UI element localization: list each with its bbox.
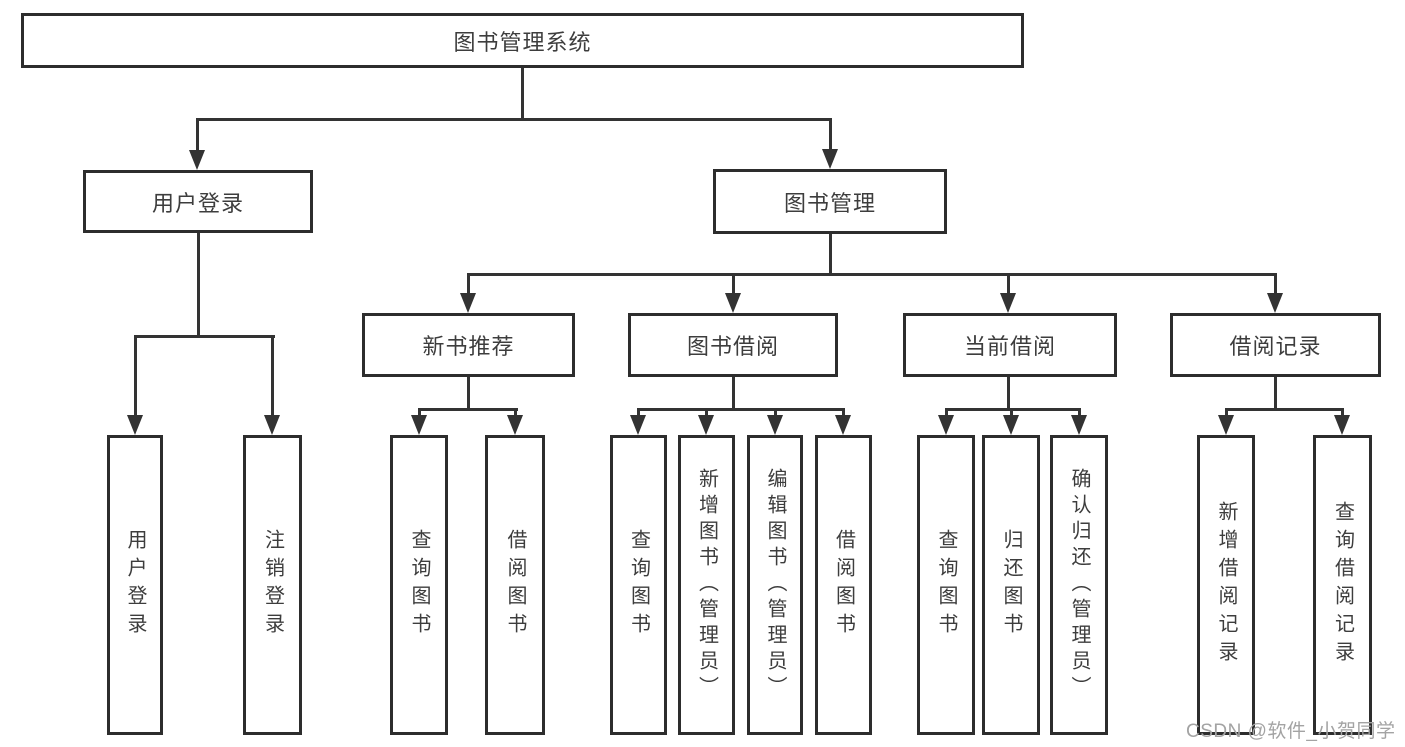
connector-cb-leaf1-shaft [945,408,948,418]
node-book-management-label: 图书管理 [783,190,876,216]
connector-cb-leaf2-shaft [1010,408,1013,418]
leaf-cb-confirm-return-admin-label: 确认归还（管理员） [1068,468,1090,702]
node-book-borrow-label: 图书借阅 [686,334,779,359]
leaf-bb-query-books: 查询图书 [610,435,667,735]
connector-borrow-record-stem [1274,377,1277,411]
arrowhead-book-management [822,149,838,169]
watermark-text: CSDN @软件_小贺同学 [1186,721,1396,742]
node-borrow-record: 借阅记录 [1170,313,1381,377]
arrowhead-nb-leaf1 [411,415,427,435]
arrowhead-br-leaf1 [1218,415,1234,435]
node-borrow-record-label: 借阅记录 [1229,334,1322,359]
connector-book-management-shaft [829,118,832,151]
connector-bb-leaf2-shaft [705,408,708,418]
node-current-borrow: 当前借阅 [903,313,1117,377]
arrowhead-br-leaf2 [1334,415,1350,435]
node-current-borrow-label: 当前借阅 [963,334,1056,359]
leaf-br-query-record: 查询借阅记录 [1313,435,1372,735]
node-new-book-recommend: 新书推荐 [362,313,575,377]
connector-book-management-stem [829,234,832,276]
arrowhead-borrow-record [1267,293,1283,313]
leaf-cb-confirm-return-admin: 确认归还（管理员） [1050,435,1108,735]
connector-bb-leaf1-shaft [637,408,640,418]
leaf-nb-query-books-label: 查询图书 [408,529,430,641]
connector-level2-hline [467,273,1277,276]
arrowhead-current-borrow [1000,293,1016,313]
arrowhead-cb-leaf2 [1003,415,1019,435]
node-user-login-label: 用户登录 [151,190,244,216]
node-root-label: 图书管理系统 [453,29,592,55]
connector-borrow-record-shaft [1274,273,1277,295]
leaf-nb-borrow-books-label: 借阅图书 [504,529,526,641]
leaf-logout: 注销登录 [243,435,302,735]
leaf-bb-add-books-admin: 新增图书（管理员） [678,435,735,735]
connector-login-leaf1-shaft [134,335,137,417]
connector-new-book-shaft [467,273,470,295]
connector-book-borrow-shaft [732,273,735,295]
leaf-bb-edit-books-admin-label: 编辑图书（管理员） [764,468,786,702]
arrowhead-cb-leaf1 [938,415,954,435]
connector-bb-leaf4-shaft [842,408,845,418]
connector-book-borrow-hline [637,408,844,411]
leaf-bb-query-books-label: 查询图书 [627,529,650,641]
node-book-borrow: 图书借阅 [628,313,838,377]
leaf-logout-label: 注销登录 [261,529,284,641]
leaf-cb-return-books-label: 归还图书 [1000,529,1022,641]
leaf-bb-add-books-admin-label: 新增图书（管理员） [695,468,718,702]
connector-new-book-hline [418,408,518,411]
leaf-user-login: 用户登录 [107,435,163,735]
node-book-management: 图书管理 [713,169,947,234]
leaf-nb-borrow-books: 借阅图书 [485,435,545,735]
leaf-user-login-label: 用户登录 [124,529,146,641]
leaf-bb-borrow-books: 借阅图书 [815,435,872,735]
leaf-cb-return-books: 归还图书 [982,435,1040,735]
arrowhead-book-borrow [725,293,741,313]
leaf-br-query-record-label: 查询借阅记录 [1331,501,1354,669]
connector-br-leaf1-shaft [1225,408,1228,418]
arrowhead-bb-leaf2 [698,415,714,435]
arrowhead-cb-leaf3 [1071,415,1087,435]
connector-root-stem [521,68,524,120]
connector-nb-leaf2-shaft [514,408,517,418]
arrowhead-nb-leaf2 [507,415,523,435]
node-new-book-recommend-label: 新书推荐 [422,334,515,359]
connector-level1-hline [196,118,832,121]
leaf-br-add-record-label: 新增借阅记录 [1215,501,1237,669]
node-root: 图书管理系统 [21,13,1024,68]
connector-user-login-shaft [196,118,199,152]
leaf-bb-edit-books-admin: 编辑图书（管理员） [747,435,803,735]
leaf-nb-query-books: 查询图书 [390,435,448,735]
node-user-login: 用户登录 [83,170,313,233]
arrowhead-login-leaf2 [264,415,280,435]
arrowhead-user-login [189,150,205,170]
connector-book-borrow-stem [732,377,735,411]
connector-login-leaf2-shaft [271,335,274,417]
arrowhead-bb-leaf3 [767,415,783,435]
connector-bb-leaf3-shaft [774,408,777,418]
arrowhead-login-leaf1 [127,415,143,435]
connector-user-login-hline [134,335,275,338]
connector-nb-leaf1-shaft [418,408,421,418]
arrowhead-bb-leaf4 [835,415,851,435]
leaf-cb-query-books: 查询图书 [917,435,975,735]
connector-user-login-stem [197,233,200,338]
leaf-br-add-record: 新增借阅记录 [1197,435,1255,735]
connector-borrow-record-hline [1225,408,1343,411]
connector-new-book-stem [467,377,470,411]
connector-current-borrow-stem [1007,377,1010,411]
arrowhead-bb-leaf1 [630,415,646,435]
connector-br-leaf2-shaft [1341,408,1344,418]
connector-current-borrow-shaft [1007,273,1010,295]
arrowhead-new-book [460,293,476,313]
leaf-bb-borrow-books-label: 借阅图书 [832,529,855,641]
connector-cb-leaf3-shaft [1078,408,1081,418]
leaf-cb-query-books-label: 查询图书 [935,529,957,641]
